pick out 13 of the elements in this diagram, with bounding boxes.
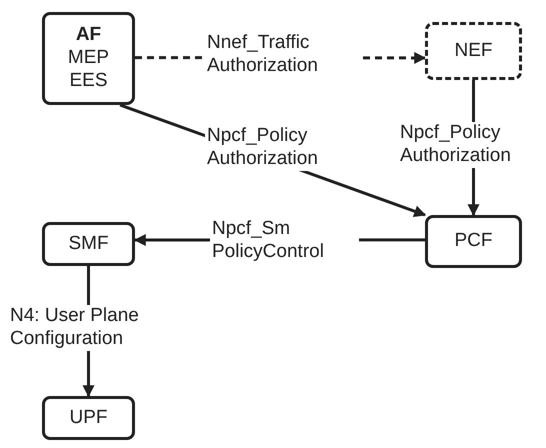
process-box (42, 396, 135, 440)
box-label: EES (69, 70, 108, 93)
box-label: SMF (68, 232, 109, 256)
box-label: PCF (454, 230, 492, 253)
process-box (425, 22, 522, 80)
process-box (42, 12, 135, 105)
edge-label: Npcf_Sm PolicyControl (210, 218, 359, 264)
process-box (425, 215, 522, 268)
box-label: NEF (454, 40, 492, 62)
box-label: MEP (68, 47, 110, 70)
box-heading: AF (76, 24, 102, 48)
process-box (42, 222, 135, 266)
box-label: UPF (70, 406, 108, 430)
